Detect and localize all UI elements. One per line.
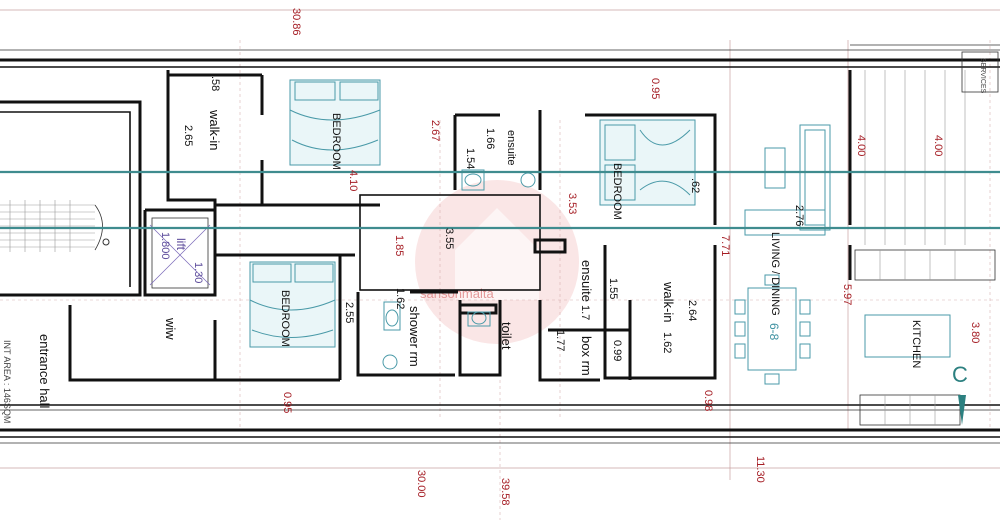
dim-1-62-b: 1.62 <box>394 288 406 309</box>
room-walk-in-mid: walk-in <box>661 281 676 322</box>
bed-top <box>289 79 381 166</box>
room-walk-in-top: walk-in <box>207 109 222 150</box>
room-wiw: wiw <box>163 317 178 340</box>
dim-1-55: 1.55 <box>607 278 619 299</box>
dim-2-76: 2.76 <box>793 205 805 226</box>
room-ensuite-mid: ensuite <box>579 260 594 302</box>
dim-1-85: 1.85 <box>393 235 405 256</box>
room-living-dining: LIVING / DINING <box>769 232 781 316</box>
staircase <box>0 200 110 252</box>
room-lift: lift <box>174 238 188 251</box>
sanitary-fixtures <box>382 169 536 370</box>
room-bedroom-bottom: BEDROOM <box>279 290 291 347</box>
dim-4-00-b: 4.00 <box>932 135 944 156</box>
room-bedroom-right: BEDROOM <box>611 163 623 220</box>
floor-hatch <box>854 51 999 426</box>
dim-30-86: 30.86 <box>290 8 302 36</box>
room-box: box rm <box>579 336 594 376</box>
interior-walls <box>0 70 852 382</box>
dim-39-58: 39.58 <box>499 478 511 506</box>
kitchen-island <box>864 314 951 358</box>
dim-0-62: .62 <box>689 178 701 193</box>
room-kitchen: KITCHEN <box>910 320 922 368</box>
room-seats: 6-8 <box>767 323 781 341</box>
dim-0-98: 0.98 <box>702 390 714 411</box>
bed-right <box>599 119 696 206</box>
dim-0-99: 0.99 <box>611 340 623 361</box>
dim-0-58: .58 <box>209 76 221 91</box>
room-shower: shower rm <box>407 306 422 367</box>
room-bedroom-top: BEDROOM <box>330 113 342 170</box>
dim-7-71: 7.71 <box>719 235 731 256</box>
lift-shaft <box>149 224 211 286</box>
dim-0-95-bottom: 0.95 <box>281 392 293 413</box>
dim-5-97: 5.97 <box>841 284 853 305</box>
dim-2-55: 2.55 <box>343 302 355 323</box>
services-label: SERVICES <box>979 58 986 94</box>
room-toilet: toilet <box>499 322 514 350</box>
int-area-label: INT AREA : 146SQM <box>2 340 12 423</box>
room-entrance-hall: entrance hall <box>37 334 52 409</box>
dim-3-80: 3.80 <box>969 322 981 343</box>
dim-3-53: 3.53 <box>566 193 578 214</box>
lift-dim-w: 1.800 <box>159 232 171 260</box>
dim-1-77: 1.77 <box>554 330 566 351</box>
bed-bottom <box>249 261 336 348</box>
room-ensuite-top: ensuite <box>505 130 517 165</box>
dim-2-65: 2.65 <box>182 125 194 146</box>
dim-1-54: 1.54 <box>464 148 476 169</box>
dim-4-10: 4.10 <box>347 170 359 191</box>
dim-3-55: 3.55 <box>443 228 455 249</box>
arrow-icon <box>958 395 966 425</box>
dim-1-66: 1.66 <box>484 128 496 149</box>
dim-1-71: 1.7 <box>579 305 591 320</box>
lift-dim-h: 1.30 <box>192 262 204 283</box>
dim-1-62: 1.62 <box>661 332 673 353</box>
outer-walls <box>0 44 1000 444</box>
dining-table <box>734 274 811 385</box>
dim-30-00: 30.00 <box>415 470 427 498</box>
watermark-logo <box>415 180 579 344</box>
dim-2-64: 2.64 <box>686 300 698 321</box>
dim-2-67: 2.67 <box>429 120 441 141</box>
dim-4-00-a: 4.00 <box>855 135 867 156</box>
north-marker: C <box>952 362 968 387</box>
sofa <box>744 124 831 236</box>
dim-0-95-top: 0.95 <box>649 78 661 99</box>
dim-11-30: 11.30 <box>754 456 766 483</box>
